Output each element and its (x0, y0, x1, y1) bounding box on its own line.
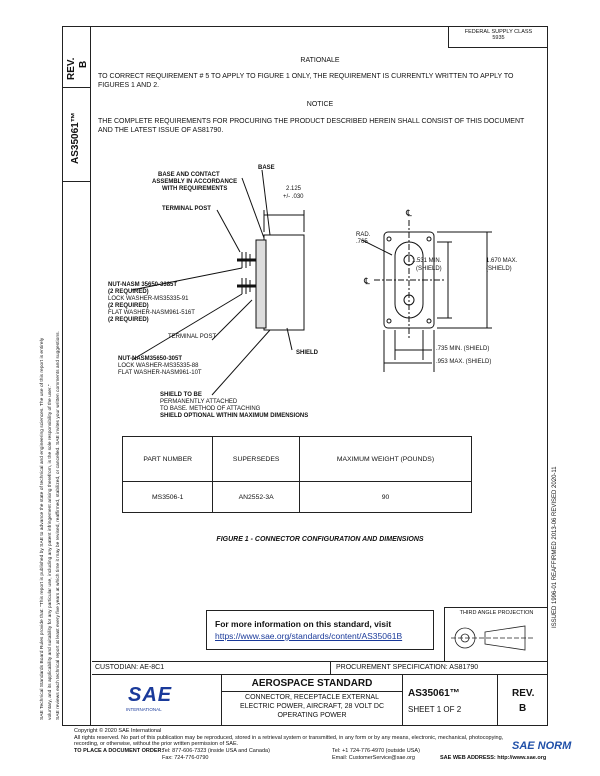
tel-1: Tel: 877-606-7323 (inside USA and Canada… (162, 748, 270, 754)
docnum-cell (62, 88, 91, 182)
page-frame (62, 26, 548, 726)
projection-label: THIRD ANGLE PROJECTION (459, 610, 534, 616)
procurement: PROCUREMENT SPECIFICATION: AS81790 (336, 664, 479, 671)
doc-title-line: CONNECTOR, RECEPTACLE EXTERNAL (245, 694, 379, 701)
connector-drawing (131, 169, 492, 396)
label-nut-1: NUT-NASM 35650-3385T (108, 282, 178, 288)
label-nut-5: FLAT WASHER-NASM961-516T (108, 310, 195, 316)
label-nut-2: (2 REQUIRED) (108, 289, 149, 295)
table-cell: 90 (298, 481, 473, 513)
label-shield: SHIELD (296, 350, 319, 356)
standard-divider (222, 691, 402, 692)
base-plate (255, 239, 267, 329)
table-row: MS3506-1 AN2552-3A 90 (121, 481, 473, 513)
sheet-number: SHEET 1 OF 2 (408, 705, 462, 714)
table-header-cell: PART NUMBER (121, 436, 214, 482)
label-base-contact-1: BASE AND CONTACT (158, 172, 220, 178)
standard-title: AEROSPACE STANDARD (251, 678, 373, 689)
web-address[interactable]: SAE WEB ADDRESS: http://www.sae.org (440, 755, 547, 761)
label-dim-735: .735 MIN. (SHIELD) (436, 346, 490, 352)
side-notice-1: SAE Technical Standards Board Rules prov… (40, 337, 45, 720)
title-block (92, 661, 548, 726)
label-base-contact-3: WITH REQUIREMENTS (162, 186, 228, 192)
custodian: CUSTODIAN: AE-8C1 (95, 664, 165, 671)
doc-title-line: ELECTRIC POWER, AIRCRAFT, 28 VOLT DC (239, 703, 385, 710)
rev-value: B (78, 60, 89, 68)
table-header-cell: SUPERSEDES (212, 436, 300, 482)
label-nut2-1: NUT-NASM35650-305T (118, 356, 183, 362)
label-shield-note-3: TO BASE. METHOD OF ATTACHING (160, 406, 261, 412)
label-shield-note-2: PERMANENTLY ATTACHED (160, 399, 238, 405)
label-dim-width-2: +/- .030 (283, 194, 304, 200)
label-terminal-post-bottom: TERMINAL POST (168, 334, 217, 340)
label-nut-6: (2 REQUIRED) (108, 317, 149, 323)
label-rad-2: .765 (356, 239, 368, 245)
label-base: BASE (258, 165, 275, 171)
history: ISSUED 1996-01 REAFFIRMED 2013-06 REVISE… (552, 466, 558, 628)
label-dim-width-1: 2.125 (286, 186, 302, 192)
rev-cell (62, 26, 91, 88)
table-header-cell: MAXIMUM WEIGHT (POUNDS) (298, 436, 473, 482)
email[interactable]: Email: CustomerService@sae.org (332, 755, 415, 761)
table-cell: MS3506-1 (121, 481, 214, 513)
rationale-heading: RATIONALE (300, 57, 340, 64)
notice-heading: NOTICE (306, 101, 334, 108)
sae-logo: SAE (128, 684, 173, 706)
side-notice-3: SAE reviews each technical report at lea… (56, 331, 61, 720)
rights: All rights reserved. No part of this pub… (74, 734, 504, 741)
doc-title: CONNECTOR, RECEPTACLE EXTERNAL ELECTRIC … (222, 693, 402, 720)
table-cell: AN2552-3A (212, 481, 300, 513)
fax: Fax: 724-776-0790 (162, 755, 209, 761)
rights-2: recording, or otherwise, without the pri… (74, 741, 239, 747)
label-shield-note-1: SHIELD TO BE (160, 392, 202, 398)
label-rad-1: RAD. (356, 232, 371, 238)
copyright: Copyright © 2020 SAE International (74, 728, 162, 734)
projection-box: THIRD ANGLE PROJECTION (444, 607, 548, 661)
title-rev-label: REV. (512, 688, 535, 699)
rationale-text: TO CORRECT REQUIREMENT # 5 TO APPLY TO F… (98, 73, 514, 89)
watermark: SAE NORM (512, 740, 572, 752)
label-nut2-2: LOCK WASHER-MS35335-88 (118, 363, 199, 369)
title-doc-number: AS35061™ (408, 688, 460, 699)
custodian-divider (330, 661, 331, 675)
title-rev-value: B (519, 703, 527, 714)
fsc-box: FEDERAL SUPPLY CLASS 5935 (448, 26, 548, 48)
label-nut-4: (2 REQUIRED) (108, 303, 149, 309)
label-dim-1531-2: (SHIELD) (416, 266, 442, 272)
custodian-row (92, 661, 548, 675)
projection-symbol (451, 625, 535, 651)
label-dim-953: .953 MAX. (SHIELD) (436, 359, 492, 365)
standard-link[interactable]: https://www.sae.org/standards/content/AS… (215, 631, 403, 641)
docnum-block (402, 675, 498, 726)
side-doc-number: AS35061™ (70, 112, 81, 164)
footer: Copyright © 2020 SAE International All r… (74, 728, 554, 748)
label-nut-3: LOCK WASHER-MS35335-91 (108, 296, 189, 302)
info-text: For more information on this standard, v… (215, 619, 392, 629)
left-column (62, 26, 91, 726)
label-base-contact-2: ASSEMBLY IN ACCORDANCE (152, 179, 238, 185)
notice-text: THE COMPLETE REQUIREMENTS FOR PROCURING … (98, 118, 525, 134)
centerline-left: ℄ (364, 276, 370, 286)
info-box: For more information on this standard, v… (206, 610, 434, 650)
figure-caption: FIGURE 1 - CONNECTOR CONFIGURATION AND D… (216, 536, 424, 543)
label-nut2-3: FLAT WASHER-NASM961-10T (118, 370, 202, 376)
label-dim-1531-1: 1.531 MIN. (412, 258, 442, 264)
table-header-row: PART NUMBER SUPERSEDES MAXIMUM WEIGHT (P… (121, 436, 473, 482)
label-terminal-post-top: TERMINAL POST (162, 206, 211, 212)
label-dim-1670-1: 1.670 MAX. (486, 258, 518, 264)
label-dim-1670-2: (SHIELD) (486, 266, 512, 272)
shield-shape (263, 234, 305, 331)
parts-table: PART NUMBER SUPERSEDES MAXIMUM WEIGHT (P… (121, 436, 473, 513)
order-label: TO PLACE A DOCUMENT ORDER: (74, 748, 164, 754)
sae-logo-sub: INTERNATIONAL (126, 707, 162, 712)
label-shield-note-4: SHIELD OPTIONAL WITHIN MAXIMUM DIMENSION… (160, 413, 309, 419)
side-notice-2: voluntary, and its applicability and sui… (48, 384, 53, 720)
fsc-label: FEDERAL SUPPLY CLASS (464, 29, 533, 35)
tel-2: Tel: +1 724-776-4970 (outside USA) (332, 748, 420, 754)
rev-label: REV. (66, 57, 77, 80)
logo-cell (92, 675, 222, 726)
fsc-value: 5935 (492, 35, 505, 41)
doc-title-line: OPERATING POWER (277, 712, 347, 719)
centerline-top: ℄ (406, 208, 412, 218)
